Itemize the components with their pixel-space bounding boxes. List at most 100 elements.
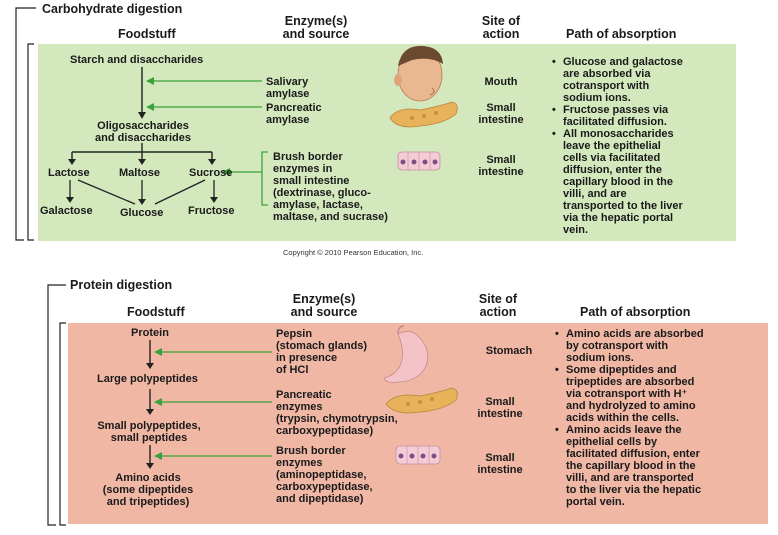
carb-abs1-l4: sodium ions. [563, 92, 631, 104]
carb-abs3-l1: All monosaccharides [563, 128, 674, 140]
carb-header-site-line2: action [482, 27, 520, 41]
protein-outer-bracket [47, 284, 66, 526]
pancreatic-line1: Pancreatic [266, 102, 322, 114]
protein-brush-line4: carboxypeptidase, [276, 481, 373, 493]
protein-absorption-list: Amino acids are absorbed by cotransport … [555, 328, 765, 508]
head-icon [394, 45, 443, 102]
pancreas-icon [389, 101, 458, 128]
protein-brush-line1: Brush border [276, 445, 346, 457]
carb-site1-line1: Small [486, 102, 516, 114]
carb-abs3-l8: via the hepatic portal [563, 212, 674, 224]
carb-header-site: Site of action [470, 15, 532, 41]
protein-absorption-item-1: Amino acids are absorbed by cotransport … [555, 328, 765, 364]
small-polypeptides-line1: Small polypeptides, [97, 420, 201, 432]
prot-abs3-l6: to the liver via the hepatic [566, 484, 702, 496]
carb-brush-line6: maltase, and sucrase) [273, 211, 388, 223]
amino-acids-label: Amino acids (some dipeptides and tripept… [80, 472, 216, 508]
carb-brush-line4: (dextrinase, gluco- [273, 187, 371, 199]
pancreatic-enzymes-line4: carboxypeptidase) [276, 425, 374, 437]
prot-abs1-l2: by cotransport with [566, 340, 669, 352]
carb-site-small-intestine-1: Small intestine [468, 102, 534, 126]
carb-header-enzymes-line1: Enzyme(s) [284, 14, 348, 28]
pancreatic-enzymes-line1: Pancreatic [276, 389, 332, 401]
carb-site1-line2: intestine [478, 114, 524, 126]
oligosaccharides-label: Oligosaccharides and disaccharides [78, 120, 208, 144]
arrowhead-small-polypeptides [146, 409, 154, 415]
protein-header-path: Path of absorption [580, 305, 691, 319]
site-stomach: Stomach [485, 345, 533, 357]
protein-section-title: Protein digestion [66, 278, 177, 292]
carb-brush-line3: small intestine [273, 175, 350, 187]
arrowhead-maltose [138, 159, 146, 165]
arrowhead-lactose [68, 159, 76, 165]
galactose-label: Galactose [40, 205, 93, 217]
carb-abs2-l1: Fructose passes via [563, 104, 669, 116]
prot-abs3-l1: Amino acids leave the [566, 424, 682, 436]
site-mouth: Mouth [484, 76, 518, 88]
intestine-cells-icon [395, 445, 441, 465]
carb-site-small-intestine-2: Small intestine [468, 154, 534, 178]
carb-absorption-list: Glucose and galactose are absorbed via c… [552, 56, 734, 236]
sucrose-label: Sucrose [189, 167, 233, 179]
carb-site2-line2: intestine [478, 166, 524, 178]
protein-header-enzymes: Enzyme(s) and source [276, 293, 372, 319]
copyright-notice: Copyright © 2010 Pearson Education, Inc. [283, 248, 424, 257]
glucose-label: Glucose [120, 207, 164, 219]
stomach-icon [383, 325, 429, 383]
carb-header-foodstuff: Foodstuff [118, 27, 176, 41]
carbohydrate-section-title: Carbohydrate digestion [38, 2, 187, 16]
salivary-line2: amylase [266, 88, 310, 100]
arrowhead-large-polypeptides [146, 363, 154, 369]
protein-site1-line2: intestine [477, 408, 523, 420]
carb-absorption-item-1: Glucose and galactose are absorbed via c… [552, 56, 734, 104]
protein-absorption-item-3: Amino acids leave the epithelial cells b… [555, 424, 765, 508]
protein-inner-bracket [59, 322, 66, 526]
large-polypeptides-label: Large polypeptides [97, 373, 198, 385]
carb-abs3-l7: transported to the liver [563, 200, 683, 212]
pepsin-line2: (stomach glands) [276, 340, 368, 352]
starch-label: Starch and disaccharides [70, 54, 204, 66]
protein-label: Protein [131, 327, 169, 339]
carb-abs3-l2: leave the epithelial [563, 140, 661, 152]
protein-site2-line2: intestine [477, 464, 523, 476]
pancreatic-enzymes-line2: enzymes [276, 401, 323, 413]
protein-brush-border-label: Brush border enzymes (aminopeptidase, ca… [276, 445, 373, 505]
protein-header-site-line2: action [479, 305, 517, 319]
amino-acids-line2: (some dipeptides [102, 484, 194, 496]
carb-abs3-l5: capillary blood in the [563, 176, 674, 188]
small-polypeptides-line2: small peptides [110, 432, 188, 444]
pancreatic-enzymes-label: Pancreatic enzymes (trypsin, chymotrypsi… [276, 389, 398, 437]
pepsin-line4: of HCl [276, 364, 309, 376]
protein-brush-line2: enzymes [276, 457, 323, 469]
protein-header-site-line1: Site of [478, 292, 518, 306]
carbohydrate-inner-bracket [27, 43, 34, 241]
arrowhead-fructose [210, 197, 218, 203]
protein-absorption-item-2: Some dipeptides and tripeptides are abso… [555, 364, 765, 424]
carb-header-enzymes-line2: and source [282, 27, 350, 41]
protein-site-small-intestine-1: Small intestine [464, 396, 536, 420]
arrowhead-glucose [138, 199, 146, 205]
arrowhead-oligo [138, 112, 146, 119]
salivary-line1: Salivary [266, 76, 309, 88]
carb-absorption-item-2: Fructose passes via facilitated diffusio… [552, 104, 734, 128]
prot-abs1-l3: sodium ions. [566, 352, 634, 364]
pancreatic-amylase-label: Pancreatic amylase [266, 102, 322, 126]
carb-site2-line1: Small [486, 154, 516, 166]
protein-site2-line1: Small [485, 452, 515, 464]
protein-header-enzymes-line1: Enzyme(s) [292, 292, 356, 306]
pepsin-line1: Pepsin [276, 328, 313, 340]
carb-header-path: Path of absorption [566, 27, 677, 41]
carb-absorption-item-3: All monosaccharides leave the epithelial… [552, 128, 734, 236]
carb-abs1-l1: Glucose and galactose [563, 56, 683, 68]
carb-brush-line2: enzymes in [273, 163, 333, 175]
carb-brush-line1: Brush border [273, 151, 343, 163]
carb-abs1-l2: are absorbed via [563, 68, 651, 80]
prot-abs2-l5: acids within the cells. [566, 412, 680, 424]
pepsin-line3: in presence [276, 352, 338, 364]
protein-header-enzymes-line2: and source [290, 305, 358, 319]
oligosaccharides-line2: and disaccharides [95, 132, 191, 144]
intestine-cells-icon [397, 151, 441, 171]
prot-abs2-l3: via cotransport with H⁺ [566, 388, 688, 400]
